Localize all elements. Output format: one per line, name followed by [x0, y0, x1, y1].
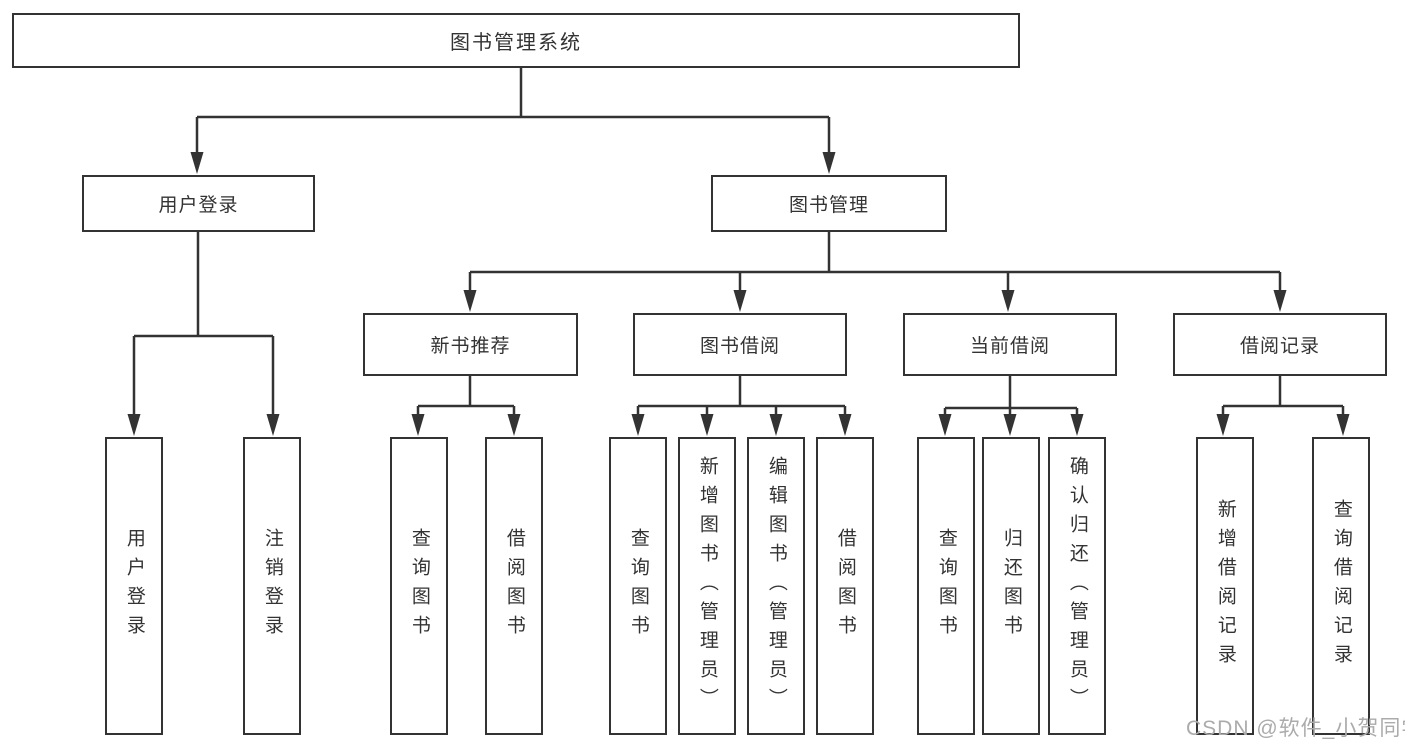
arrowhead-icon [507, 414, 521, 436]
arrowhead-icon [1216, 414, 1230, 436]
leaf-return-books: 归还图书 [982, 437, 1040, 735]
leaf-query-books-2: 查询图书 [609, 437, 667, 735]
arrowhead-icon [769, 414, 783, 436]
leaf-label: 查询图书 [935, 528, 957, 644]
leaf-label: 借阅图书 [503, 528, 525, 644]
node-current-borrowing: 当前借阅 [903, 313, 1117, 376]
arrowhead-icon [838, 414, 852, 436]
leaf-confirm-return-admin: 确认归还（管理员） [1048, 437, 1106, 735]
leaf-label: 用户登录 [123, 528, 145, 644]
arrowhead-icon [127, 414, 141, 436]
arrowhead-icon [733, 290, 747, 312]
node-label: 借阅记录 [1239, 336, 1320, 357]
arrowhead-icon [822, 152, 836, 174]
node-label: 用户登录 [158, 195, 239, 216]
leaf-label: 新增图书（管理员） [696, 455, 718, 717]
node-new-book-recommend: 新书推荐 [363, 313, 578, 376]
node-borrowing-records: 借阅记录 [1173, 313, 1387, 376]
leaf-label: 借阅图书 [834, 528, 856, 644]
leaf-edit-books-admin: 编辑图书（管理员） [747, 437, 805, 735]
leaf-label: 归还图书 [1000, 528, 1022, 644]
leaf-label: 查询图书 [408, 528, 430, 644]
node-label: 当前借阅 [969, 336, 1050, 357]
node-label: 新书推荐 [430, 336, 511, 357]
leaf-label: 注销登录 [261, 528, 283, 644]
leaf-query-books-1: 查询图书 [390, 437, 448, 735]
arrowhead-icon [463, 290, 477, 312]
leaf-label: 编辑图书（管理员） [765, 455, 787, 717]
leaf-add-borrow-record: 新增借阅记录 [1196, 437, 1254, 735]
leaf-label: 确认归还（管理员） [1066, 455, 1088, 717]
leaf-query-books-3: 查询图书 [917, 437, 975, 735]
node-label: 图书管理系统 [450, 32, 582, 54]
arrowhead-icon [1273, 290, 1287, 312]
leaf-label: 新增借阅记录 [1214, 499, 1236, 673]
leaf-label: 查询图书 [627, 528, 649, 644]
arrowhead-icon [700, 414, 714, 436]
arrowhead-icon [266, 414, 280, 436]
arrowhead-icon [1001, 290, 1015, 312]
leaf-borrow-books-2: 借阅图书 [816, 437, 874, 735]
arrowhead-icon [1003, 414, 1017, 436]
node-label: 图书借阅 [699, 336, 780, 357]
arrowhead-icon [190, 152, 204, 174]
csdn-watermark: CSDN @软件_小贺同学 [1186, 717, 1405, 740]
node-book-management: 图书管理 [711, 175, 947, 232]
node-library-system: 图书管理系统 [12, 13, 1020, 68]
leaf-add-books-admin: 新增图书（管理员） [678, 437, 736, 735]
arrowhead-icon [631, 414, 645, 436]
leaf-label: 查询借阅记录 [1330, 499, 1352, 673]
leaf-borrow-books-1: 借阅图书 [485, 437, 543, 735]
leaf-query-borrow-record: 查询借阅记录 [1312, 437, 1370, 735]
node-label: 图书管理 [788, 195, 869, 216]
node-book-borrowing: 图书借阅 [633, 313, 847, 376]
arrowhead-icon [1336, 414, 1350, 436]
leaf-logout: 注销登录 [243, 437, 301, 735]
arrowhead-icon [411, 414, 425, 436]
leaf-user-login: 用户登录 [105, 437, 163, 735]
arrowhead-icon [938, 414, 952, 436]
arrowhead-icon [1070, 414, 1084, 436]
node-user-login: 用户登录 [82, 175, 315, 232]
